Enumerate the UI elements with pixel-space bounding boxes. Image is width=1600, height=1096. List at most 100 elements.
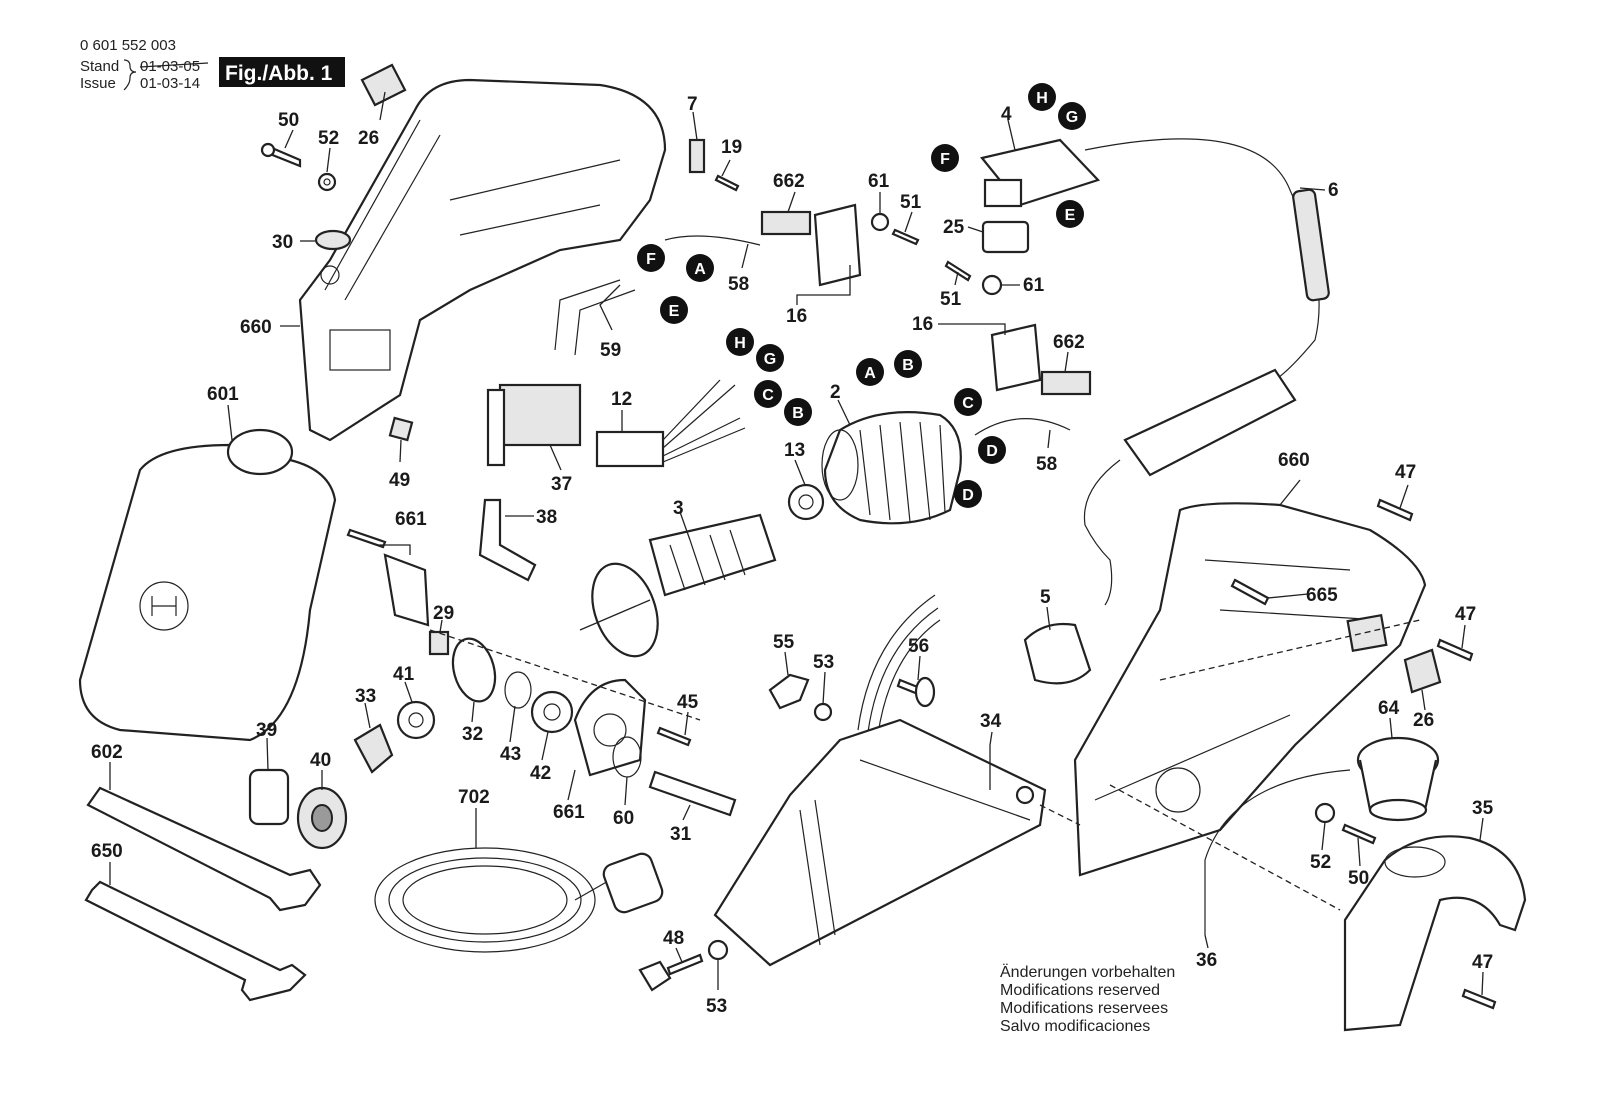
part-label-37: 37 <box>551 474 572 495</box>
armature-3-shaft <box>579 599 651 631</box>
part-label-4: 4 <box>1001 104 1012 125</box>
deflector-35-shape <box>1343 835 1527 1032</box>
part-label-3: 3 <box>673 498 684 519</box>
knob-55-shape <box>768 673 810 710</box>
connector-badge-g: G <box>756 344 784 372</box>
deflector-35-port <box>1384 846 1446 878</box>
note-line-en: Modifications reserved <box>1000 982 1160 999</box>
screw-47c-shape <box>1461 988 1497 1010</box>
cord-upper <box>1084 138 1320 381</box>
svg-text:D: D <box>986 443 998 460</box>
part-label-661-lower: 661 <box>553 802 585 823</box>
spanner-602-shape <box>86 786 322 912</box>
circlip-43-shape <box>504 671 532 709</box>
stator-2-windings <box>859 421 946 523</box>
housing-right-bore <box>1155 767 1201 813</box>
rod-36-shape <box>1204 769 1351 935</box>
screw-665-shape <box>1230 578 1270 606</box>
pinion-29-shape <box>428 630 450 656</box>
screw-50b-shape <box>1341 823 1377 845</box>
connector-badges: F A E H G C B A B C D D H G F E <box>637 83 1086 508</box>
part-label-601: 601 <box>207 384 239 405</box>
connector-badge-a-stator: A <box>856 358 884 386</box>
part-label-5: 5 <box>1040 587 1051 608</box>
part-label-12: 12 <box>611 389 632 410</box>
washer-53b-shape <box>707 939 729 961</box>
part-label-58: 58 <box>728 274 749 295</box>
svg-text:F: F <box>646 251 656 268</box>
plate-26-shape <box>360 63 407 107</box>
part-label-665: 665 <box>1306 585 1338 606</box>
gear-32-shape <box>451 637 497 703</box>
cord-sleeve-6-shape <box>1292 188 1330 302</box>
nut-61b-shape <box>981 274 1003 296</box>
connector-badge-b-stator: B <box>894 350 922 378</box>
tank-601-shape <box>78 443 337 742</box>
bearing-41-hole <box>408 712 424 728</box>
plate-661a-shape <box>383 553 430 627</box>
connector-badge-d-lower: D <box>954 480 982 508</box>
part-label-16: 16 <box>786 306 807 327</box>
note-line-es: Salvo modificaciones <box>1000 1018 1150 1035</box>
part-label-42: 42 <box>530 763 551 784</box>
svg-text:B: B <box>902 357 914 374</box>
part-label-33: 33 <box>355 686 376 707</box>
svg-text:H: H <box>1036 90 1048 107</box>
part-label-660-right: 660 <box>1278 450 1310 471</box>
part-label-13: 13 <box>784 440 805 461</box>
issue-date: 01-03-14 <box>140 75 200 92</box>
connector-badge-e: E <box>660 296 688 324</box>
part-label-32: 32 <box>462 724 483 745</box>
part-label-19: 19 <box>721 137 742 158</box>
bosch-logo-icon <box>139 581 189 631</box>
screw-19-shape <box>714 174 740 192</box>
svg-text:A: A <box>864 365 876 382</box>
connector-badge-b: B <box>784 398 812 426</box>
part-label-34: 34 <box>980 711 1002 732</box>
part-number: 0 601 552 003 <box>80 37 176 54</box>
hose-702-coil-2 <box>388 857 582 943</box>
svg-text:A: A <box>694 261 706 278</box>
part-label-53-upper: 53 <box>813 652 834 673</box>
brush-holder-16a-shape <box>813 203 862 287</box>
screw-51b-shape <box>944 260 972 282</box>
svg-text:C: C <box>962 395 974 412</box>
connector-badge-g-switch: G <box>1058 102 1086 130</box>
housing-left-hole <box>320 265 340 285</box>
part-label-53-lower: 53 <box>706 996 727 1017</box>
part-label-43: 43 <box>500 744 521 765</box>
cover-25-shape <box>981 220 1030 254</box>
hose-702-tail <box>574 879 611 901</box>
housing-right-shape <box>1073 502 1427 877</box>
plate-26b-shape <box>1403 648 1442 694</box>
part-label-47-bottom: 47 <box>1472 952 1493 973</box>
part-label-64: 64 <box>1378 698 1400 719</box>
lead-58b <box>974 418 1071 436</box>
part-label-36: 36 <box>1196 950 1217 971</box>
knob-48-shape <box>638 960 672 992</box>
capacitor-12-wires <box>662 379 746 463</box>
part-label-49: 49 <box>389 470 410 491</box>
connector-badge-a: A <box>686 254 714 282</box>
svg-text:E: E <box>669 303 680 320</box>
hose-702-coil-1 <box>374 847 596 953</box>
connector-badge-h: H <box>726 328 754 356</box>
part-49-shape <box>388 416 414 442</box>
switch-4-block <box>983 178 1023 208</box>
part-number-labels: 26 50 52 30 660 601 49 7 19 662 61 51 58… <box>91 94 1494 1017</box>
bearing-13-hole <box>798 494 814 510</box>
screw-47b-shape <box>1436 638 1474 662</box>
svg-text:H: H <box>734 335 746 352</box>
modifications-note: Änderungen vorbehalten Modifications res… <box>1000 963 1175 1035</box>
part-label-55: 55 <box>773 632 795 653</box>
part-label-30: 30 <box>272 232 293 253</box>
housing-left-shape <box>298 78 667 442</box>
bearing-41-shape <box>396 700 436 740</box>
screw-661a-shape <box>346 528 387 549</box>
valve-37-stem <box>486 388 506 467</box>
strikethrough-line <box>139 62 209 68</box>
flange-40-center <box>311 804 333 832</box>
bosch-logo-mark <box>151 596 177 616</box>
valve-37-shape <box>498 383 582 447</box>
svg-text:G: G <box>764 351 776 368</box>
